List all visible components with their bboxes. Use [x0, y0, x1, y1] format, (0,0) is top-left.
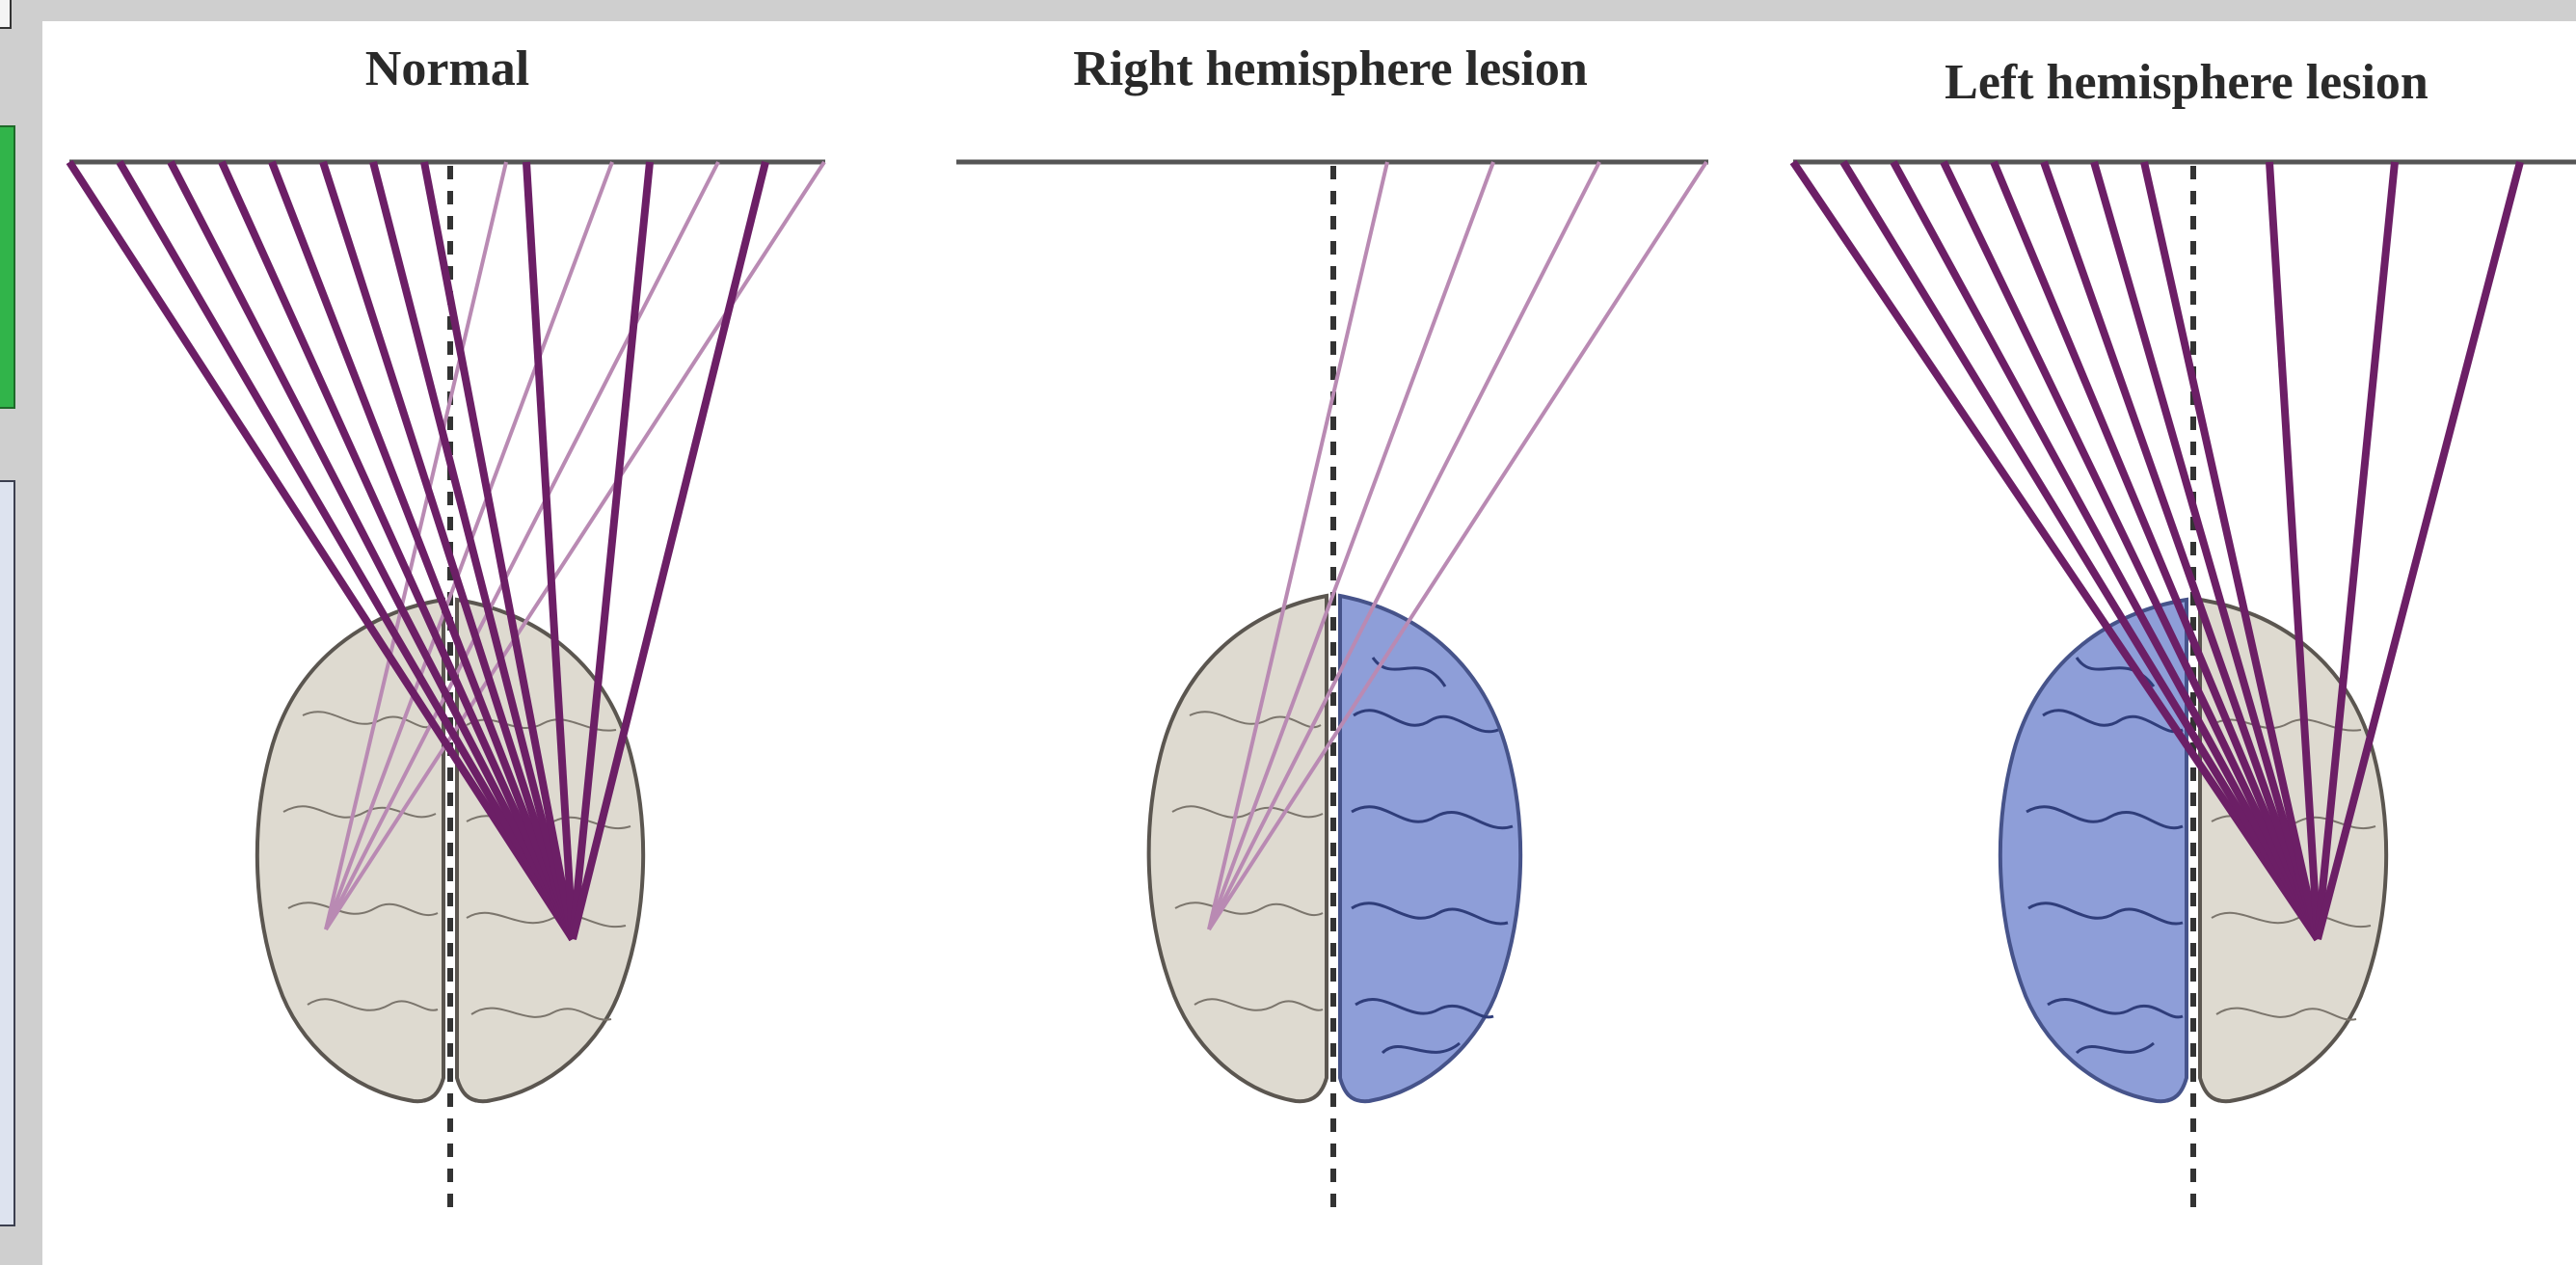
window-corner-frame [0, 0, 12, 29]
panel-left-lesion [1793, 162, 2576, 1207]
hemispatial-neglect-figure: Normal Right hemisphere lesion Left hemi… [42, 21, 2576, 1265]
slide-side-panel[interactable] [0, 480, 15, 1226]
panel-title-normal: Normal [365, 40, 529, 97]
panel-normal [69, 162, 825, 1207]
panel-title-left-lesion: Left hemisphere lesion [1945, 54, 2428, 111]
panel-right-lesion [956, 162, 1708, 1207]
panel-title-right-lesion: Right hemisphere lesion [1073, 40, 1588, 97]
slide-thumbnail-green[interactable] [0, 125, 15, 409]
figure-drawing [42, 21, 2576, 1265]
